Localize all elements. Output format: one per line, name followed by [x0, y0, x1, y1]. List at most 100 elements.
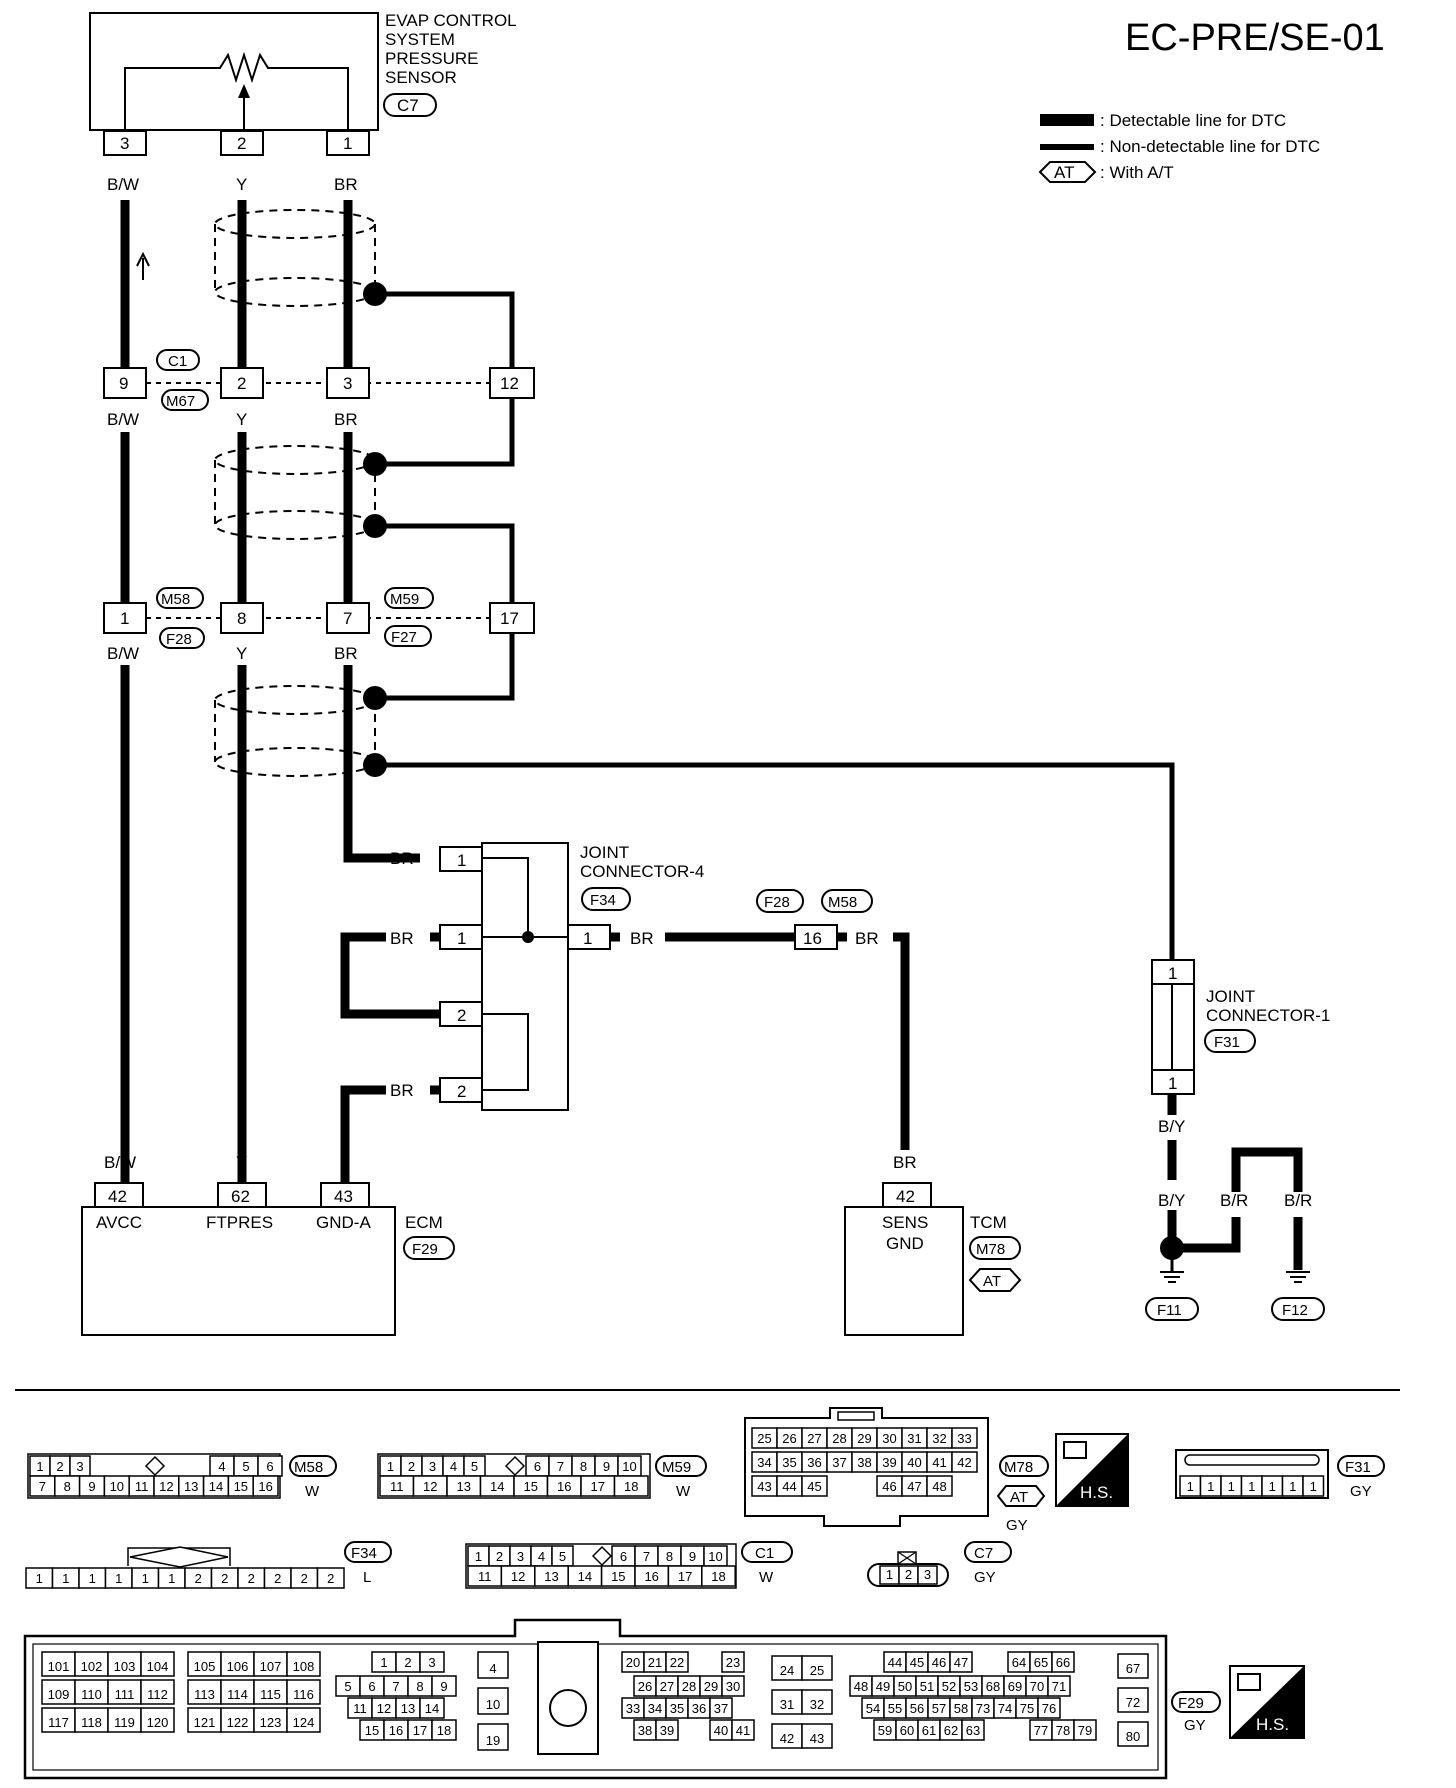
tcm-terminal-line-2: GND: [886, 1234, 924, 1253]
m78-at-tag: [996, 1485, 1046, 1507]
inline16-conn-m58: M58: [828, 894, 857, 911]
m78-cell-label: 29: [857, 1431, 871, 1446]
m78-cell-label: 34: [757, 1455, 771, 1470]
ground-wires: [1167, 1094, 1303, 1270]
f29-cell-label: 123: [260, 1715, 282, 1730]
f34-cell-label: 1: [89, 1571, 96, 1586]
f31-view-color: GY: [1350, 1483, 1372, 1500]
f31-cell-label: 1: [1289, 1479, 1296, 1494]
c7-cell: [917, 1565, 938, 1585]
up-arrow-icon: [136, 251, 150, 280]
c1-cell-label: 12: [511, 1569, 525, 1584]
m59-cell-label: 13: [457, 1479, 471, 1494]
c7-view-color: GY: [974, 1569, 996, 1586]
f29-cell: [107, 1707, 142, 1733]
tcm-connector-id: M78: [976, 1241, 1005, 1258]
f29-cell-label: 67: [1126, 1661, 1140, 1676]
wire-color-y-2: Y: [236, 410, 247, 429]
c1-cell-label: 7: [643, 1549, 650, 1564]
drain-wire-5: [375, 762, 1175, 960]
m78-cell-label: 26: [782, 1431, 796, 1446]
f29-view-color: GY: [1184, 1717, 1206, 1734]
f29-cell: [477, 1651, 509, 1679]
m78-view-color: GY: [1006, 1517, 1028, 1534]
m78-cell: [926, 1475, 953, 1497]
joint4-pin-1a: 1: [457, 851, 466, 870]
c7-cell-label: 3: [924, 1567, 931, 1582]
f29-cell-label: 71: [1052, 1679, 1066, 1694]
f29-cell-label: 16: [389, 1723, 403, 1738]
f29-cell-label: 27: [660, 1679, 674, 1694]
f29-cell-label: 5: [344, 1679, 351, 1694]
f29-cell-label: 101: [48, 1659, 70, 1674]
ecm-name: ECM: [405, 1213, 443, 1232]
row1-pin-3: 3: [343, 374, 352, 393]
f29-cell: [74, 1707, 109, 1733]
f31-cell-label: 1: [1269, 1479, 1276, 1494]
m58-cell-label: 8: [64, 1479, 71, 1494]
sensor-name-line-2: SYSTEM: [385, 30, 455, 49]
f29-cell-label: 54: [866, 1701, 880, 1716]
f29-cell-label: 44: [888, 1655, 902, 1670]
wire-color-br-j2: BR: [390, 929, 414, 948]
inline16-pin: 16: [803, 929, 822, 948]
f29-cell: [286, 1707, 321, 1733]
f29-cell-label: 8: [416, 1679, 423, 1694]
tcm-name: TCM: [970, 1213, 1007, 1232]
f29-cell-label: 60: [900, 1723, 914, 1738]
f29-cell-label: 26: [638, 1679, 652, 1694]
f29-cell-label: 19: [486, 1733, 500, 1748]
f29-cell-label: 13: [401, 1701, 415, 1716]
row2-conn-f28: F28: [166, 631, 192, 648]
f29-cell-label: 74: [998, 1701, 1012, 1716]
f29-cell-label: 49: [876, 1679, 890, 1694]
m78-cell-label: 38: [857, 1455, 871, 1470]
sensor-pin-1-label: 1: [343, 134, 352, 153]
f29-cell: [477, 1687, 509, 1715]
sensor-name-line-4: SENSOR: [385, 68, 457, 87]
f34-cell-label: 2: [195, 1571, 202, 1586]
diagram-title: EC-PRE/SE-01: [1125, 17, 1385, 59]
f29-cell-label: 106: [227, 1659, 249, 1674]
ecm-pin-62: 62: [231, 1187, 250, 1206]
hs-badge-m78: H.S.: [1055, 1433, 1129, 1507]
f29-cell-label: 76: [1042, 1701, 1056, 1716]
f29-cell-label: 37: [714, 1701, 728, 1716]
f29-cell: [187, 1651, 222, 1677]
f29-cell: [655, 1719, 679, 1741]
f29-cell-label: 7: [392, 1679, 399, 1694]
f29-cell-label: 9: [440, 1679, 447, 1694]
drain-wire-2: [375, 398, 515, 467]
joint4-pin-1-out: 1: [583, 929, 592, 948]
connector-key-icon: [591, 1545, 613, 1567]
m78-cell-label: 41: [932, 1455, 946, 1470]
f29-cell-label: 1: [380, 1655, 387, 1670]
c1-cell-label: 15: [611, 1569, 625, 1584]
wire-color-y-3: Y: [236, 644, 247, 663]
inline16-conn-f28: F28: [764, 894, 790, 911]
f29-cell: [41, 1651, 76, 1677]
m78-cell-label: 32: [932, 1431, 946, 1446]
f29-cell-label: 119: [114, 1715, 135, 1730]
ecm: 42 62 43 AVCC FTPRES GND-A ECM F29: [81, 1182, 455, 1336]
c7-cell-label: 1: [886, 1567, 893, 1582]
f29-cell-label: 64: [1012, 1655, 1026, 1670]
f34-cell-label: 2: [301, 1571, 308, 1586]
f29-cell-label: 114: [227, 1687, 248, 1702]
c1-cell-label: 17: [678, 1569, 692, 1584]
row2-pin-1: 1: [120, 609, 129, 628]
resistor-icon: [124, 51, 349, 130]
f29-cell-label: 118: [81, 1715, 102, 1730]
f29-cell-label: 124: [293, 1715, 315, 1730]
m58-cell: [252, 1475, 279, 1497]
f29-cell-label: 40: [714, 1723, 728, 1738]
f29-cell: [1117, 1721, 1149, 1747]
f29-cell-label: 79: [1078, 1723, 1092, 1738]
f29-cell-label: 38: [638, 1723, 652, 1738]
f29-cell-label: 107: [260, 1659, 282, 1674]
c1-view-id: C1: [755, 1545, 774, 1562]
f29-cell-label: 3: [428, 1655, 435, 1670]
legend-at-tag: [1038, 161, 1097, 183]
ecm-terminal-avcc: AVCC: [96, 1213, 142, 1232]
